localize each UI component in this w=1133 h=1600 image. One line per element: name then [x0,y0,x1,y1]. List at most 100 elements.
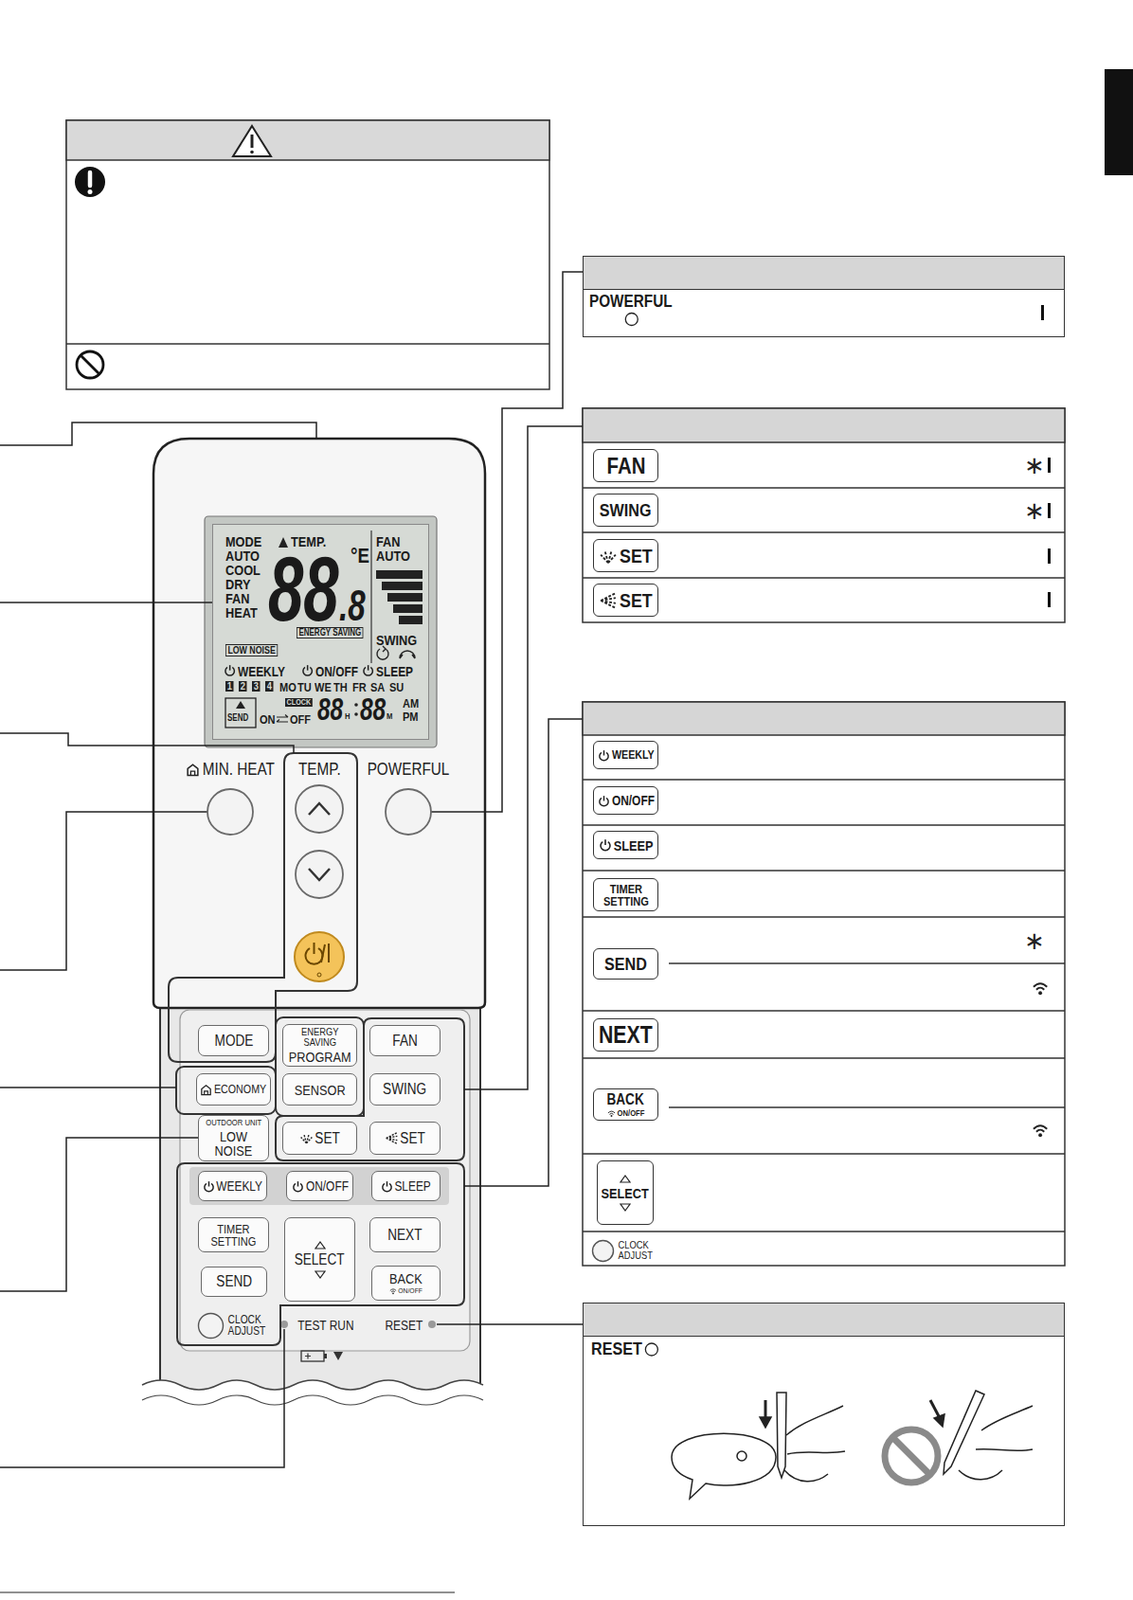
label-row: OUTDOOR UNIT [205,1118,262,1128]
button-symbol [583,1303,1066,1528]
leader-line [0,811,208,971]
timer-icon [380,1180,394,1193]
remote-body [153,438,486,1008]
lcd-indicator: PM [402,710,419,723]
lcd-indicator: AUTO [376,548,411,563]
button-symbol [645,1343,658,1356]
label-row: TIMER SETTING [201,1222,267,1248]
reset-illustration [784,1405,846,1482]
label-row: SWING [382,1081,427,1098]
label-row: LOW NOISE [201,1129,267,1158]
timer-icon-stroke [602,750,604,756]
timer-icon-stroke [604,839,607,846]
panel-header [583,256,1064,290]
fanset-icon [299,1131,314,1146]
key-icon: FAN [593,449,659,483]
key-label: SET [619,545,653,566]
key-label: CLOCK ADJUST [228,1313,278,1337]
label-row: ENERGY SAVING [286,1026,355,1048]
key-label: SET [400,1131,426,1147]
leader-line [0,1137,198,1292]
key-label: SEND [604,954,648,973]
key-label: SELECT [601,1186,649,1201]
prohibited-mark [884,1429,938,1483]
label-row: NEXT [598,1023,653,1047]
reset-illustration [671,1390,1033,1499]
key-label: POWERFUL [367,760,450,778]
page-tab [1104,69,1133,176]
lcd-segment [377,646,389,660]
note-mark: ∗ [1024,928,1045,954]
function-table [582,487,1065,578]
warning-box [66,120,550,161]
lcd-indicator: CLOCK [285,698,313,707]
button-group-outline [176,1066,276,1115]
key-label: SELECT [294,1252,345,1268]
lcd-segment [354,702,359,707]
swingset-icon [384,1131,399,1146]
function-table [582,408,1065,623]
lcd-indicator: COOL [225,562,261,577]
lcd-segment [387,593,423,602]
key-label: OUTDOOR UNIT [205,1118,262,1128]
function-table [582,701,1065,1266]
page-rule [0,1592,455,1594]
remote-body [142,1395,484,1405]
warning-box [66,120,550,390]
key-label: NEXT [387,1227,422,1243]
swingset-icon-stroke [385,1133,397,1145]
wifi-symbol-lower [1038,1133,1043,1137]
clock-adjust-button [591,1239,615,1263]
label-row: SET [299,1131,342,1147]
timer-icon-stroke [207,1181,209,1187]
clock-adjust-button [593,1240,614,1261]
lcd-indicator: M [386,712,393,721]
wifi-symbol [1038,990,1043,995]
warning-triangle [250,150,254,155]
timer-icon [597,749,611,762]
reset-illustration [759,1417,772,1428]
key-label: LOW NOISE [201,1129,266,1158]
wifi-symbol [1033,983,1047,995]
key-label: SWING [599,501,652,520]
key-label: ON/OFF [398,1287,424,1295]
key-label: FAN [392,1033,417,1049]
key-icon: ON/OFF [593,786,659,815]
label-holder: RESET [377,1316,431,1334]
wifi-icon [607,1109,616,1118]
eco-icon-stroke [190,771,195,775]
mandatory-symbol [88,189,93,195]
leader-line [436,1323,583,1326]
warning-box [66,342,550,345]
warning-box [66,120,550,390]
select-arrow [315,1241,325,1249]
remote-body [160,985,481,1395]
button-group-outline [275,1018,465,1161]
tab-mark [1041,305,1044,321]
label-row: SEND [215,1274,252,1290]
reset-illustration [958,1405,1033,1480]
key-label: TIMER SETTING [596,882,655,908]
key-icon: NEXT [593,1018,659,1052]
page-rule [0,1591,455,1593]
lcd-indicator: MODE [225,534,262,549]
label-row: SET [598,590,653,611]
prohibition-symbol [76,351,104,378]
power-button [317,972,322,977]
lcd-indicator: H [344,712,351,721]
timer-icon [598,838,612,852]
warning-triangle [233,125,271,157]
swingset-icon-stroke [600,593,616,609]
key-label: SET [315,1131,341,1147]
reset-illustration [737,1451,747,1461]
prohibited-mark [884,1429,938,1483]
lcd-segment [398,615,423,625]
lcd-indicator: FAN [376,534,401,549]
lcd-indicator: AM [402,697,419,710]
lcd-segment [363,665,374,676]
lcd-indicator: WEEKLY [237,665,286,679]
remote-button: SWING [369,1073,441,1106]
part-label: RESET [384,1318,423,1332]
